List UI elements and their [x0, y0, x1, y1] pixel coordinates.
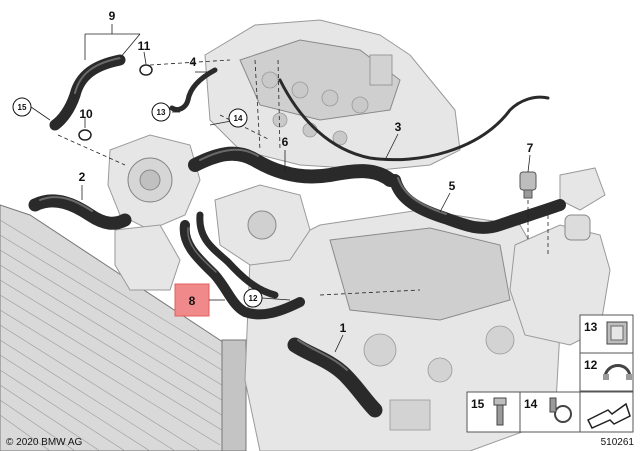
- callout-8: 8: [189, 294, 196, 308]
- legend-label-14: 14: [524, 397, 538, 411]
- coolant-hose-1: [287, 337, 383, 418]
- legend-item-13: 13: [579, 314, 634, 354]
- legend-item-15: 15: [466, 391, 521, 433]
- engine-block: [244, 209, 561, 451]
- callout-9: 9: [109, 9, 116, 23]
- coolant-hose-2: [28, 194, 132, 230]
- legend-item-14: 14: [519, 391, 581, 433]
- leader-lines: [81, 24, 531, 353]
- callout-3: 3: [395, 120, 402, 134]
- legend-arrow-box: [579, 391, 634, 433]
- legend-label-15: 15: [471, 397, 485, 411]
- ring-11: [139, 64, 153, 76]
- callout-14-circle: 14: [228, 108, 248, 128]
- callout-10: 10: [79, 107, 93, 121]
- water-pump-housing: [107, 134, 201, 291]
- coolant-hose-9: [49, 54, 126, 131]
- callout-13-circle: 13: [151, 102, 171, 122]
- coolant-hose-3: [278, 78, 550, 162]
- callout-11: 11: [138, 39, 151, 53]
- svg-text:14: 14: [234, 114, 243, 123]
- legend-label-13: 13: [584, 320, 598, 334]
- coolant-hose-5: [389, 174, 566, 234]
- coolant-hose-6: [188, 146, 397, 187]
- direction-arrow-icon: [586, 402, 631, 429]
- diagram-number: 510261: [601, 437, 635, 448]
- coolant-hose-8: [179, 211, 305, 320]
- legend-label-12: 12: [584, 358, 598, 372]
- sensor-7: [519, 171, 537, 199]
- engine-cylinder-head: [204, 19, 461, 171]
- svg-text:12: 12: [249, 294, 258, 303]
- callout-2: 2: [79, 170, 86, 184]
- callout-12-circle: 12: [243, 288, 263, 308]
- callout-7: 7: [527, 141, 534, 155]
- assembly-lines: [57, 59, 549, 296]
- radiator: [0, 204, 247, 451]
- ring-10: [78, 129, 92, 141]
- svg-text:13: 13: [157, 108, 166, 117]
- svg-text:15: 15: [18, 103, 27, 112]
- coolant-hose-4: [169, 67, 218, 113]
- callout-1: 1: [340, 321, 347, 335]
- highlight-box-8: [174, 283, 210, 317]
- thermostat-housing: [214, 184, 311, 266]
- copyright-text: © 2020 BMW AG: [6, 437, 83, 448]
- callout-15-circle: 15: [12, 97, 32, 117]
- callout-4: 4: [190, 55, 197, 69]
- callout-5: 5: [449, 179, 456, 193]
- legend-item-12: 12: [579, 352, 634, 392]
- callout-6: 6: [282, 135, 289, 149]
